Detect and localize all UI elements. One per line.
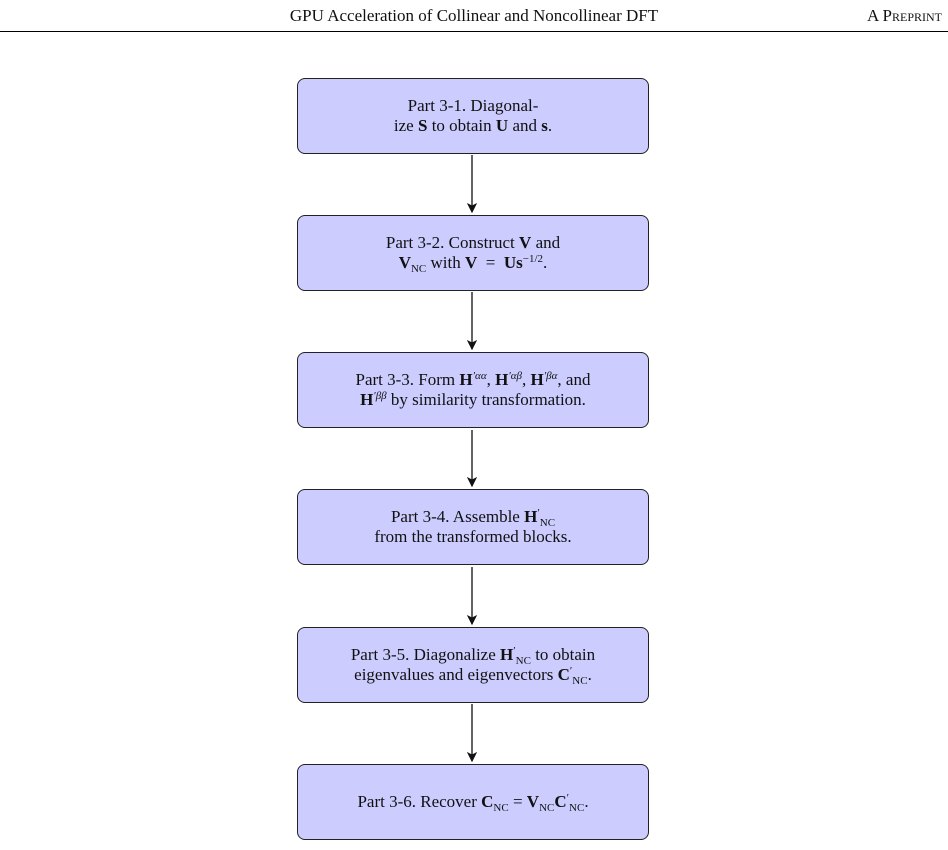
preprint-tag: A Preprint <box>866 6 942 25</box>
step-box-3-5: Part 3-5. Diagonalize H′NC to obtain eig… <box>297 627 649 703</box>
step-box-3-4: Part 3-4. Assemble H′NC from the transfo… <box>297 489 649 565</box>
step-box-3-2: Part 3-2. Construct V and VNC with V = U… <box>297 215 649 291</box>
box5-line1: Part 3-5. Diagonalize H′NC to obtain <box>350 645 596 667</box>
box1-line1: Part 3-1. Diagonal- <box>407 96 539 115</box>
step-box-3-3: Part 3-3. Form H′αα, H′αβ, H′βα, and H′β… <box>297 352 649 428</box>
box3-line2: H′ββ by similarity transformation. <box>360 390 586 409</box>
box6-line1: Part 3-6. Recover CNC = VNCC′NC. <box>357 792 589 814</box>
vector-s: s <box>541 116 548 135</box>
box2-line2: VNC with V = Us−1/2. <box>398 253 548 275</box>
header-rule <box>0 31 948 32</box>
box4-line2: from the transformed blocks. <box>374 527 572 546</box>
matrix-S: S <box>417 116 428 135</box>
box5-line2: eigenvalues and eigenvectors C′NC. <box>354 665 592 687</box>
box1-line2: ize S to obtain U and s. <box>393 116 553 135</box>
running-title: GPU Acceleration of Collinear and Noncol… <box>289 6 659 25</box>
box4-line1: Part 3-4. Assemble H′NC <box>390 507 556 529</box>
matrix-U: U <box>495 116 509 135</box>
box3-line1: Part 3-3. Form H′αα, H′αβ, H′βα, and <box>355 370 591 389</box>
box2-line1: Part 3-2. Construct V and <box>385 233 561 252</box>
step-box-3-6: Part 3-6. Recover CNC = VNCC′NC. <box>297 764 649 840</box>
step-box-3-1: Part 3-1. Diagonal- ize S to obtain U an… <box>297 78 649 154</box>
page-header: GPU Acceleration of Collinear and Noncol… <box>0 0 948 34</box>
